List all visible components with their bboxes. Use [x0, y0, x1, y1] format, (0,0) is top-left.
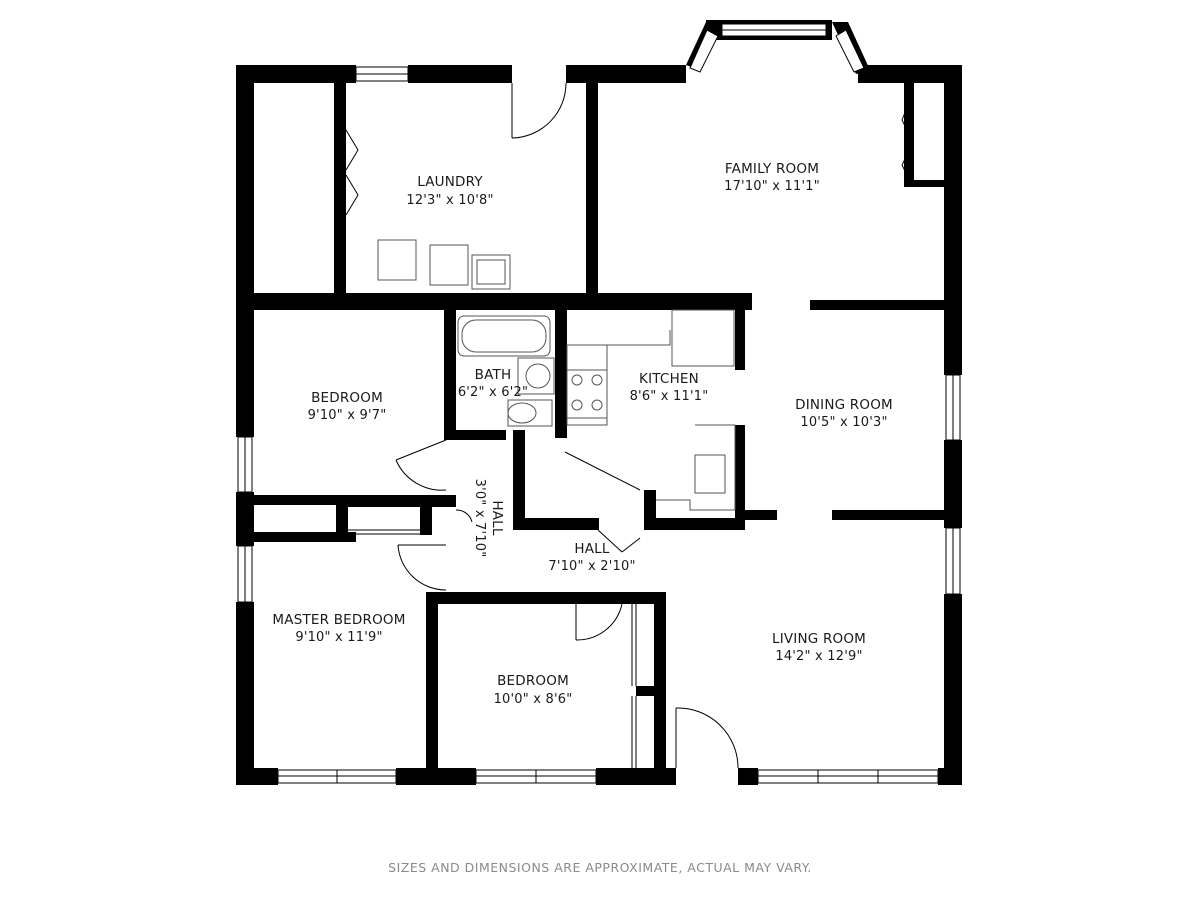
bay-window: [686, 20, 870, 74]
kitchen-sink-icon: [694, 454, 726, 494]
laundry-dims: 12'3" x 10'8": [406, 193, 493, 208]
hall-horizontal-dims: 7'10" x 2'10": [548, 559, 635, 574]
bedroom-1-label: BEDROOM: [311, 390, 383, 406]
windows: [237, 66, 961, 784]
family-room-label: FAMILY ROOM: [725, 161, 819, 177]
stove-icon: [566, 369, 608, 419]
dryer-icon: [429, 244, 469, 286]
washer-icon: [377, 239, 417, 281]
doors: [254, 82, 944, 769]
kitchen-label: KITCHEN: [639, 371, 699, 387]
bath-dims: 6'2" x 6'2": [458, 385, 528, 400]
exterior-walls: [236, 65, 962, 785]
bath-sink-icon: [517, 357, 555, 395]
master-bedroom-dims: 9'10" x 11'9": [295, 630, 382, 645]
refrigerator-icon: [671, 309, 735, 367]
bath-label: BATH: [475, 367, 512, 383]
kitchen-dims: 8'6" x 11'1": [630, 389, 709, 404]
interior-walls: [236, 83, 962, 785]
bedroom-2-dims: 10'0" x 8'6": [494, 692, 573, 707]
hall-vertical-label: HALL: [489, 500, 505, 536]
dining-room-label: DINING ROOM: [795, 397, 893, 413]
living-room-label: LIVING ROOM: [772, 631, 866, 647]
kitchen-counter-icon: [566, 344, 608, 426]
fixtures: [377, 239, 736, 511]
master-bedroom-label: MASTER BEDROOM: [272, 612, 405, 628]
utility-sink-icon: [471, 254, 511, 290]
hall-horizontal-label: HALL: [574, 541, 610, 557]
family-room-dims: 17'10" x 11'1": [724, 179, 820, 194]
room-labels: LAUNDRY 12'3" x 10'8" FAMILY ROOM 17'10"…: [272, 161, 892, 707]
toilet-icon: [507, 399, 553, 427]
bathtub-icon: [457, 315, 551, 357]
disclaimer-note: SIZES AND DIMENSIONS ARE APPROXIMATE, AC…: [388, 860, 812, 875]
laundry-label: LAUNDRY: [417, 174, 483, 190]
hall-vertical-dims: 3'0" x 7'10": [472, 479, 487, 558]
bedroom-1-dims: 9'10" x 9'7": [308, 408, 387, 423]
bedroom-2-label: BEDROOM: [497, 673, 569, 689]
dining-room-dims: 10'5" x 10'3": [800, 415, 887, 430]
living-room-dims: 14'2" x 12'9": [775, 649, 862, 664]
